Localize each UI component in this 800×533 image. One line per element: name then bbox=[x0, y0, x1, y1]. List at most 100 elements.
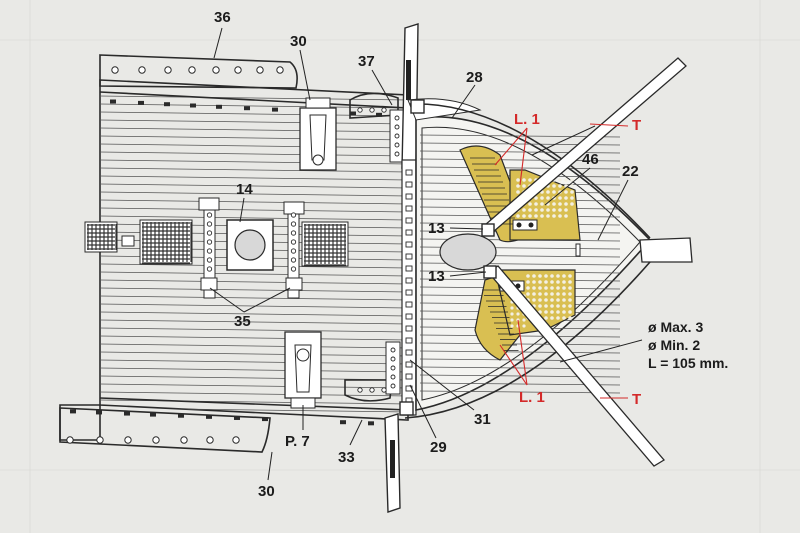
plank-line bbox=[100, 135, 408, 141]
grating-hole bbox=[546, 208, 550, 212]
spars-t bbox=[399, 57, 687, 467]
plank-line bbox=[100, 159, 408, 165]
rail-mark bbox=[110, 99, 116, 104]
bitt-hole bbox=[206, 212, 213, 218]
grating-hole bbox=[568, 298, 572, 302]
frame-hole bbox=[405, 193, 413, 200]
grating-hole bbox=[568, 310, 572, 314]
grating-hole bbox=[534, 202, 538, 206]
grating-hole bbox=[544, 316, 548, 320]
bulkhead-hole bbox=[390, 365, 396, 371]
grating-hole bbox=[568, 292, 572, 296]
plank-line bbox=[100, 191, 408, 197]
rail-port bbox=[124, 436, 132, 444]
grating-hole bbox=[510, 324, 514, 328]
plank-line bbox=[100, 335, 408, 341]
bulkhead-hole bbox=[394, 133, 400, 139]
grating-hole bbox=[528, 208, 532, 212]
frame-hole bbox=[405, 313, 413, 320]
grating-hole bbox=[510, 312, 514, 316]
bulkhead-hole bbox=[390, 374, 396, 380]
grating-hole bbox=[510, 318, 514, 322]
bulkhead-hole bbox=[357, 387, 363, 393]
grating-hole bbox=[552, 208, 556, 212]
rail-mark bbox=[350, 111, 356, 116]
grating-hole bbox=[516, 184, 520, 188]
grating-hole bbox=[516, 214, 520, 218]
label-22: 22 bbox=[622, 163, 639, 180]
grating-hole bbox=[532, 298, 536, 302]
rail-port bbox=[234, 66, 242, 74]
plank-line bbox=[100, 103, 408, 109]
rail-mark bbox=[124, 411, 130, 416]
bulkhead-hole bbox=[394, 115, 400, 121]
spec-min: ø Min. 2 bbox=[648, 337, 700, 353]
grating-hole bbox=[568, 316, 572, 320]
grating-hole bbox=[546, 196, 550, 200]
grating-hole bbox=[568, 286, 572, 290]
grating-hole bbox=[532, 274, 536, 278]
plank-line bbox=[100, 351, 408, 357]
rail-port bbox=[232, 436, 240, 444]
rail-mark bbox=[234, 415, 240, 420]
bow-plank-line bbox=[419, 350, 621, 354]
grating-hole bbox=[544, 286, 548, 290]
grating-hole bbox=[540, 202, 544, 206]
grating-hole bbox=[540, 196, 544, 200]
bulkhead-37 bbox=[344, 92, 405, 402]
rail-mark bbox=[262, 417, 268, 422]
grating-hole bbox=[546, 214, 550, 218]
grating-hole bbox=[568, 274, 572, 278]
bitt-hole bbox=[290, 239, 297, 245]
plank-line bbox=[100, 391, 408, 397]
grating-hole bbox=[544, 298, 548, 302]
plank-line bbox=[100, 175, 408, 181]
frame-hole bbox=[405, 265, 413, 272]
bow-plank-line bbox=[419, 150, 621, 154]
rail-port bbox=[66, 436, 74, 444]
grating-hole bbox=[522, 324, 526, 328]
frame-hole bbox=[405, 229, 413, 236]
plank-line bbox=[100, 295, 408, 301]
bulkhead-hole bbox=[394, 142, 400, 148]
label-13-top: 13 bbox=[428, 220, 445, 237]
frame-hole bbox=[405, 325, 413, 332]
rail-mark bbox=[376, 112, 382, 117]
bow-plank-line bbox=[419, 390, 621, 394]
label-29: 29 bbox=[430, 439, 447, 456]
plank-line bbox=[100, 215, 408, 221]
plank-line bbox=[100, 207, 408, 213]
spar-spec: ø Max. 3 ø Min. 2 L = 105 mm. bbox=[648, 319, 728, 371]
grating-hole bbox=[522, 178, 526, 182]
grating-hole bbox=[538, 292, 542, 296]
bulkhead-hole bbox=[381, 387, 387, 393]
grating-hole bbox=[564, 214, 568, 218]
plank-line bbox=[100, 359, 408, 365]
plank-line bbox=[100, 151, 408, 157]
waist-gratings bbox=[84, 219, 349, 267]
grating-hole bbox=[538, 298, 542, 302]
grating-hole bbox=[562, 292, 566, 296]
hatch-14 bbox=[226, 219, 274, 271]
bitt-hole bbox=[206, 230, 213, 236]
label-37: 37 bbox=[358, 53, 375, 70]
grating-hole bbox=[538, 274, 542, 278]
label-14: 14 bbox=[236, 181, 253, 198]
bitt-hole bbox=[290, 212, 297, 218]
rail-mark bbox=[272, 107, 278, 112]
label-l1-top: L. 1 bbox=[514, 111, 540, 128]
label-28: 28 bbox=[466, 69, 483, 86]
grating-hole bbox=[544, 292, 548, 296]
grating-hole bbox=[556, 310, 560, 314]
bow-plank-line bbox=[419, 342, 621, 346]
grating-hole bbox=[564, 202, 568, 206]
grating-hole bbox=[550, 286, 554, 290]
forecastle-frame bbox=[401, 159, 417, 416]
cannon-bottom bbox=[284, 331, 322, 409]
grating-hole bbox=[516, 312, 520, 316]
label-p7: P. 7 bbox=[285, 433, 310, 450]
rail-port bbox=[206, 436, 214, 444]
label-46: 46 bbox=[582, 151, 599, 168]
plank-line bbox=[100, 327, 408, 333]
